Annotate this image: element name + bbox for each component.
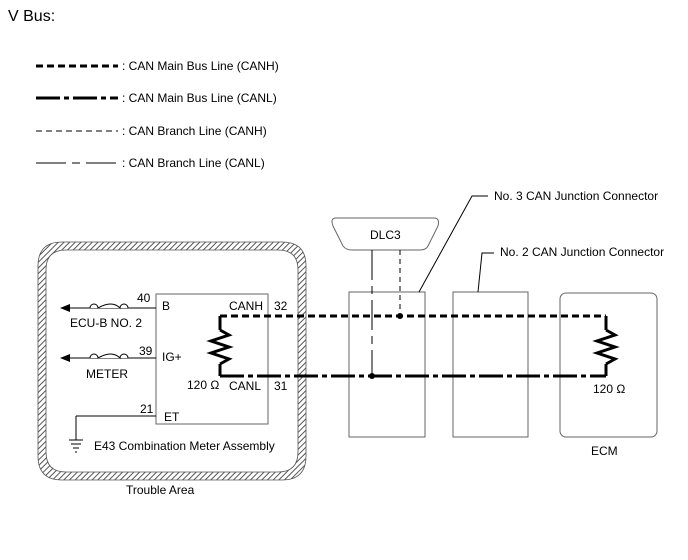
fuse-ecu-b-label: ECU-B NO. 2 <box>70 316 142 330</box>
pin-ig-label: IG+ <box>162 350 182 364</box>
ground-circuit <box>75 415 156 440</box>
ecm-label: ECM <box>591 444 618 458</box>
junction-connector-2-box <box>452 291 529 438</box>
pin-et-number: 21 <box>140 402 154 416</box>
meter-canh-label: CANH <box>229 299 263 313</box>
fuse-meter-label: METER <box>86 367 128 381</box>
ground-icon <box>69 439 83 453</box>
pin-ig-number: 39 <box>139 344 153 358</box>
junction-2-label: No. 2 CAN Junction Connector <box>500 245 664 259</box>
junction-connector-3-box <box>348 291 426 438</box>
junction-node-canh <box>397 313 403 319</box>
trouble-area-label: Trouble Area <box>126 483 195 497</box>
legend-label-branch-canl: : CAN Branch Line (CANL) <box>122 156 265 170</box>
junction-node-canl <box>369 373 375 379</box>
ecm-resistor-label: 120 Ω <box>593 382 625 396</box>
pin-b-label: B <box>162 299 170 313</box>
legend-label-main-canh: : CAN Main Bus Line (CANH) <box>122 59 279 73</box>
junction-2-leader <box>477 252 494 293</box>
dlc3-label: DLC3 <box>370 228 401 242</box>
trouble-area-border <box>37 241 307 481</box>
dlc3-connector <box>331 217 439 251</box>
combination-meter-assembly-label: E43 Combination Meter Assembly <box>94 439 275 453</box>
junction-3-leader <box>418 195 488 293</box>
ecm-box <box>559 292 658 438</box>
meter-resistor-label: 120 Ω <box>187 378 219 392</box>
junction-3-label: No. 3 CAN Junction Connector <box>494 189 658 203</box>
meter-canh-pin: 32 <box>274 299 288 313</box>
combination-meter-box <box>155 293 269 425</box>
meter-canl-pin: 31 <box>274 379 288 393</box>
fuse-meter-circuit <box>60 353 156 362</box>
pin-et-label: ET <box>164 410 180 424</box>
pin-b-number: 40 <box>137 291 151 305</box>
legend: : CAN Main Bus Line (CANH) : CAN Main Bu… <box>36 59 279 170</box>
meter-canl-label: CANL <box>229 379 261 393</box>
legend-label-branch-canh: : CAN Branch Line (CANH) <box>122 124 267 138</box>
legend-label-main-canl: : CAN Main Bus Line (CANL) <box>122 91 277 105</box>
meter-resistor-icon <box>206 316 234 376</box>
fuse-ecu-b-circuit <box>60 303 156 312</box>
diagram-title: V Bus: <box>8 8 55 25</box>
ecm-resistor-icon <box>592 316 620 376</box>
